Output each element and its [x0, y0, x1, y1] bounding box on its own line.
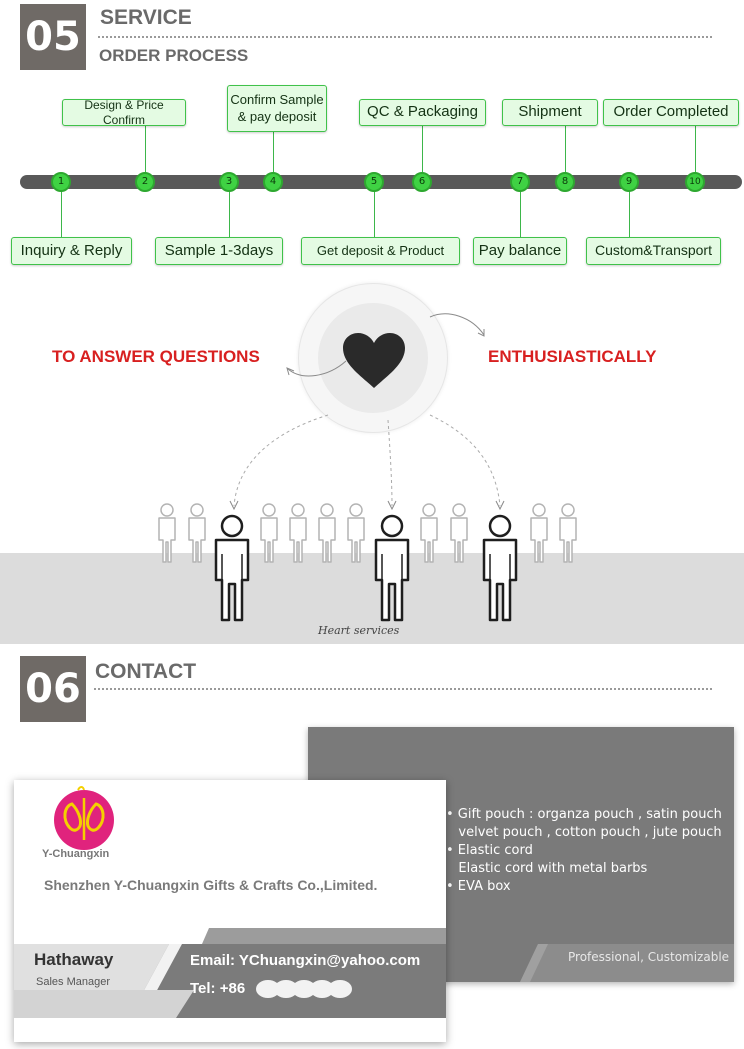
- card-back-diagonal: [520, 944, 734, 982]
- timeline-stem: [520, 186, 521, 238]
- product-list-item: • EVA box: [446, 879, 511, 894]
- step-get-deposit-product: Get deposit & Product: [301, 237, 460, 265]
- step-confirm-sample: Confirm Sample & pay deposit: [227, 85, 327, 132]
- timeline-node: 1: [51, 172, 71, 192]
- timeline-stem: [565, 126, 566, 178]
- timeline-node: 6: [412, 172, 432, 192]
- person-role: Sales Manager: [36, 976, 110, 988]
- step-custom-transport: Custom&Transport: [586, 237, 721, 265]
- dashed-arrows: [229, 414, 505, 511]
- step-inquiry-reply: Inquiry & Reply: [11, 237, 132, 265]
- product-list-item: Elastic cord with metal barbs: [446, 861, 648, 876]
- tel-text: Tel: +86: [190, 980, 246, 997]
- step-design-price-confirm: Design & Price Confirm: [62, 98, 186, 127]
- timeline-stem: [629, 186, 630, 238]
- timeline-stem: [374, 186, 375, 238]
- heart-services-caption: Heart services: [318, 624, 400, 637]
- product-list: • Gift pouch : organza pouch , satin pou…: [446, 806, 722, 896]
- section-title-contact: CONTACT: [95, 660, 197, 683]
- timeline-node: 9: [619, 172, 639, 192]
- phone-redaction-mark: [256, 980, 352, 998]
- product-list-item: velvet pouch , cotton pouch , jute pouch: [446, 825, 722, 840]
- timeline-stem: [229, 186, 230, 238]
- timeline-node: 8: [555, 172, 575, 192]
- card-back-footer: Professional, Customizable: [568, 950, 730, 964]
- timeline-node: 3: [219, 172, 239, 192]
- timeline-node: 7: [510, 172, 530, 192]
- timeline-node: 2: [135, 172, 155, 192]
- person-name: Hathaway: [34, 950, 114, 969]
- step-sample: Sample 1-3days: [155, 237, 283, 265]
- people-floor-band: [0, 553, 744, 644]
- timeline-stem: [145, 126, 146, 178]
- enthusiastically-text: ENTHUSIASTICALLY: [488, 347, 657, 366]
- company-name: Shenzhen Y-Chuangxin Gifts & Crafts Co.,…: [44, 877, 378, 893]
- timeline-node: 5: [364, 172, 384, 192]
- section-subtitle-order-process: ORDER PROCESS: [99, 46, 249, 65]
- step-pay-balance: Pay balance: [473, 237, 567, 265]
- section-divider: [98, 36, 712, 38]
- product-list-item: • Elastic cord: [446, 843, 533, 858]
- answer-questions-text: TO ANSWER QUESTIONS: [52, 347, 260, 366]
- card-front-band: [14, 920, 446, 1042]
- section-title-service: SERVICE: [100, 6, 192, 29]
- section-number-service: 05: [20, 4, 86, 70]
- company-logo-icon: [54, 786, 114, 850]
- step-qc-packaging: QC & Packaging: [359, 99, 486, 126]
- email-text: Email: YChuangxin@yahoo.com: [190, 952, 421, 969]
- heart-icon: [343, 333, 405, 388]
- product-list-item: • Gift pouch : organza pouch , satin pou…: [446, 807, 722, 822]
- section-number-contact: 06: [20, 656, 86, 722]
- people-group-icon: [158, 503, 577, 622]
- timeline-stem: [695, 126, 696, 178]
- brand-name: Y-Chuangxin: [42, 848, 110, 860]
- section-divider: [94, 688, 712, 690]
- timeline-stem: [61, 186, 62, 238]
- curved-arrows: [286, 313, 485, 377]
- step-order-completed: Order Completed: [603, 99, 739, 126]
- timeline-stem: [422, 126, 423, 178]
- timeline-node: 4: [263, 172, 283, 192]
- step-shipment: Shipment: [502, 99, 598, 126]
- timeline-node: 10: [685, 172, 705, 192]
- timeline-stem: [273, 132, 274, 178]
- business-card-front: Y-Chuangxin Shenzhen Y-Chuangxin Gifts &…: [14, 780, 446, 1042]
